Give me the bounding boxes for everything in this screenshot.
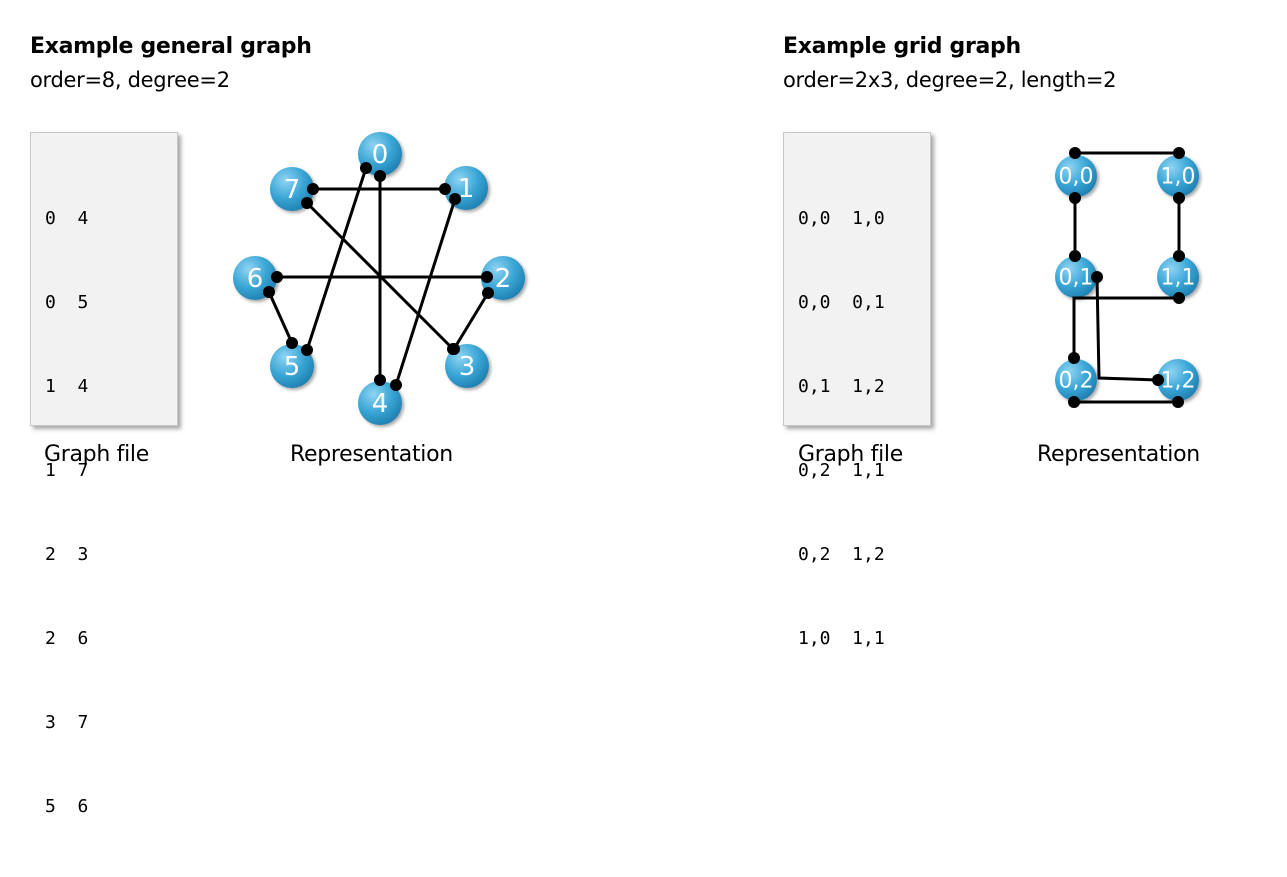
- grid-node-label-0-1: 0,1: [1059, 266, 1094, 291]
- general-node-label-6: 6: [247, 264, 264, 294]
- general-edge-5-6: [267, 291, 294, 344]
- edge-endpoint: [286, 337, 298, 349]
- grid-edge-0-1-to-1-2: [1095, 276, 1159, 382]
- general-graph-file-caption: Graph file: [44, 442, 149, 467]
- edge-endpoint: [301, 344, 313, 356]
- file-line: 0,0 1,0: [798, 208, 885, 229]
- general-node-label-5: 5: [284, 352, 301, 382]
- general-graph-subtitle: order=8, degree=2: [30, 68, 230, 92]
- edge-endpoint: [1069, 250, 1081, 262]
- edge-endpoint: [1173, 192, 1185, 204]
- grid-node-0-2: [1055, 359, 1097, 401]
- edge-endpoint: [439, 183, 451, 195]
- edge-endpoint: [1173, 147, 1185, 159]
- file-line: 0,1 1,2: [798, 376, 885, 397]
- general-graph-repr-caption: Representation: [290, 442, 453, 467]
- edge-endpoint: [1068, 396, 1080, 408]
- edge-endpoint: [360, 162, 372, 174]
- grid-node-0-1: [1055, 256, 1097, 298]
- edge-endpoint: [1152, 374, 1164, 386]
- general-graph-panel: Example general graph order=8, degree=2 …: [0, 0, 640, 817]
- edge-endpoint: [263, 286, 275, 298]
- grid-graph-subtitle: order=2x3, degree=2, length=2: [783, 68, 1117, 92]
- general-node-3: [445, 344, 489, 388]
- edge-endpoint: [301, 197, 313, 209]
- edge-endpoint: [1172, 396, 1184, 408]
- file-line: 0 5: [45, 292, 89, 313]
- edge-endpoint: [307, 183, 319, 195]
- general-edge-2-3: [452, 292, 490, 350]
- general-node-label-1: 1: [458, 174, 475, 204]
- file-line: 1,0 1,1: [798, 628, 885, 649]
- grid-node-1-0: [1157, 155, 1199, 197]
- edge-endpoint: [1091, 271, 1103, 283]
- file-line: 0,0 0,1: [798, 292, 885, 313]
- general-node-label-4: 4: [372, 389, 389, 419]
- general-node-label-7: 7: [284, 175, 301, 205]
- edge-endpoint: [1173, 250, 1185, 262]
- edge-endpoint: [1068, 352, 1080, 364]
- edge-endpoint: [271, 271, 283, 283]
- file-line: 5 6: [45, 796, 89, 817]
- grid-graph-file-caption: Graph file: [798, 442, 903, 467]
- file-line: 0,2 1,1: [798, 460, 885, 481]
- grid-node-1-2: [1157, 359, 1199, 401]
- file-line: 3 7: [45, 712, 89, 733]
- grid-node-label-1-1: 1,1: [1161, 266, 1196, 291]
- edge-endpoint: [390, 379, 402, 391]
- grid-node-label-1-2: 1,2: [1161, 369, 1196, 394]
- grid-node-label-0-2: 0,2: [1059, 369, 1094, 394]
- general-node-label-0: 0: [372, 140, 389, 170]
- edge-endpoint: [1173, 292, 1185, 304]
- general-edge-3-7: [305, 201, 455, 351]
- grid-node-1-1: [1157, 256, 1199, 298]
- grid-graph-repr-caption: Representation: [1037, 442, 1200, 467]
- edge-endpoint: [1069, 147, 1081, 159]
- edge-endpoint: [447, 343, 459, 355]
- edge-endpoint: [374, 374, 386, 386]
- general-edge-1-4: [394, 198, 457, 386]
- grid-graph-title: Example grid graph: [783, 34, 1021, 59]
- file-line: 1 4: [45, 376, 89, 397]
- grid-graph-panel: Example grid graph order=2x3, degree=2, …: [640, 0, 1287, 649]
- general-edge-0-5: [305, 167, 368, 351]
- file-line: 2 6: [45, 628, 89, 649]
- file-line: 1 7: [45, 460, 89, 481]
- grid-node-label-0-0: 0,0: [1059, 165, 1094, 190]
- edge-endpoint: [374, 170, 386, 182]
- general-graph-title: Example general graph: [30, 34, 312, 59]
- grid-node-label-1-0: 1,0: [1161, 165, 1196, 190]
- general-node-5: [270, 344, 314, 388]
- general-node-4: [358, 381, 402, 425]
- edge-endpoint: [482, 287, 494, 299]
- edge-endpoint: [449, 193, 461, 205]
- general-graph-diagram: 0 1 2 3 4 5 6 7: [233, 132, 525, 425]
- edge-endpoint: [1069, 192, 1081, 204]
- grid-graph-diagram: 0,0 1,0 0,1 1,1 0,2 1,2: [1055, 147, 1199, 408]
- edge-endpoint: [481, 271, 493, 283]
- general-node-label-2: 2: [495, 264, 512, 294]
- general-node-label-3: 3: [459, 352, 476, 382]
- file-line: 0,2 1,2: [798, 544, 885, 565]
- grid-node-0-0: [1055, 155, 1097, 197]
- grid-edge-0-2-to-1-1: [1072, 296, 1179, 358]
- file-line: 0 4: [45, 208, 89, 229]
- file-line: 2 3: [45, 544, 89, 565]
